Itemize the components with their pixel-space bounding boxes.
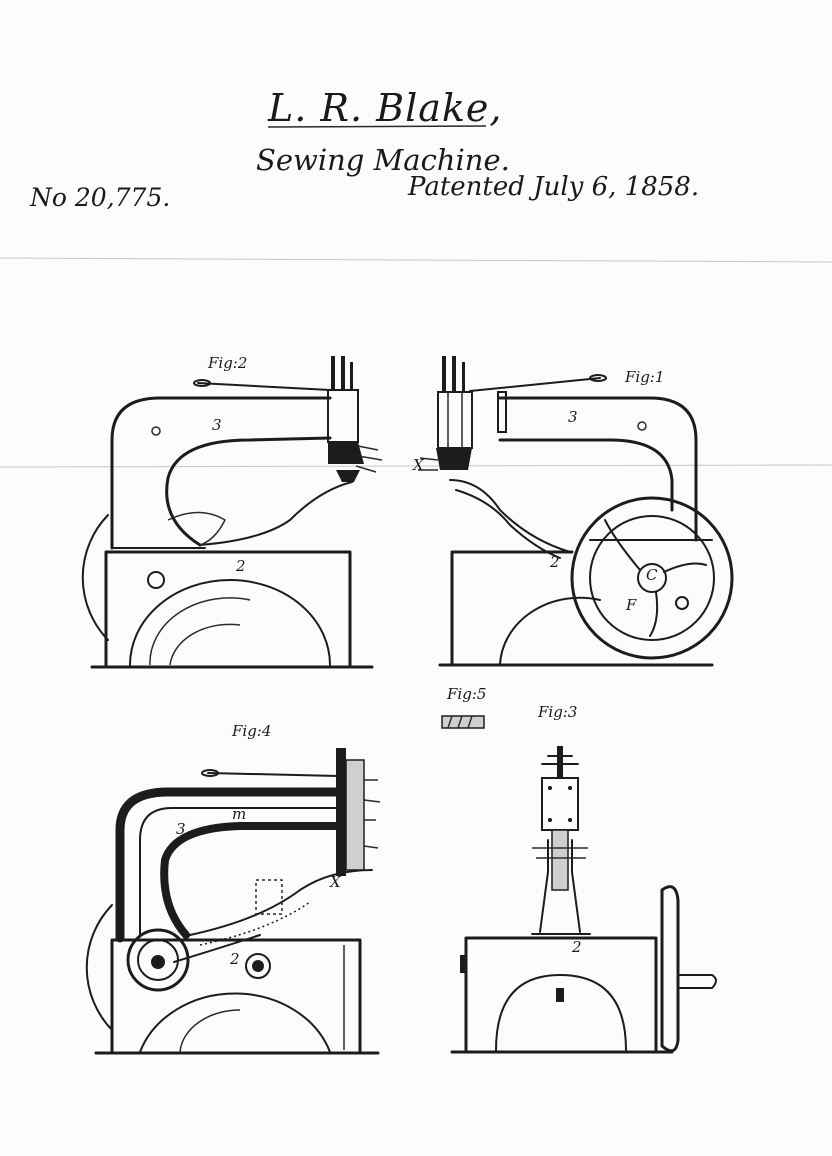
fig2-arm-inner	[165, 436, 332, 547]
fig2-head	[327, 389, 359, 443]
fig1-arm-outer	[498, 396, 698, 542]
fig3-column	[539, 839, 581, 933]
figure-3-label: Fig:3	[538, 703, 578, 721]
fig5-part	[441, 715, 485, 729]
fig2-lever	[197, 382, 331, 391]
invention-title: Sewing Machine.	[256, 143, 510, 177]
scan-line	[0, 464, 832, 468]
patent-number: No 20,775.	[30, 183, 171, 212]
inventor-name: L. R. Blake,	[268, 86, 503, 130]
fig2-base	[104, 550, 352, 667]
figure-2-label: Fig:2	[208, 354, 248, 372]
fig1-lever	[469, 377, 601, 392]
part-label-presser: X	[413, 456, 424, 474]
figure-2-drawing	[81, 356, 383, 669]
fig2-flywheel-arc	[81, 514, 109, 641]
part-label-hub: C	[646, 566, 658, 584]
part-label-rod: m	[232, 805, 247, 823]
fig3-handwheel	[660, 885, 680, 1053]
fig4-needle-bar	[336, 748, 346, 876]
fig2-hub	[147, 571, 165, 589]
figure-5-drawing	[441, 715, 485, 729]
figure-1-drawing	[418, 356, 734, 667]
figure-1-label: Fig:1	[625, 368, 665, 386]
fig1-hub	[637, 563, 667, 593]
patent-date: Patented July 6, 1858.	[408, 172, 700, 202]
part-label-frame: 3	[176, 820, 186, 838]
figure-5-label: Fig:5	[447, 685, 487, 703]
fig4-arm-inner	[160, 822, 344, 939]
part-label-base: 2	[236, 557, 246, 575]
inventor-underline	[267, 125, 487, 128]
part-label-base: 2	[572, 938, 582, 956]
fig1-arm-inner	[498, 438, 674, 512]
part-label-base: 2	[230, 950, 240, 968]
fig3-head	[541, 777, 579, 831]
fig1-base	[450, 550, 574, 667]
fig4-arm-outer	[115, 787, 345, 943]
fig1-head	[437, 391, 473, 449]
figure-4-drawing	[85, 748, 381, 1055]
part-label-frame: 3	[568, 408, 578, 426]
scan-line	[0, 257, 832, 263]
fig3-base	[464, 936, 658, 1052]
part-label-presser: X	[330, 873, 341, 891]
figure-3-drawing	[450, 746, 717, 1054]
part-label-frame: 3	[212, 416, 222, 434]
fig4-cam	[126, 928, 190, 992]
fig2-arm-outer	[110, 396, 332, 550]
fig4-base	[110, 938, 362, 1054]
fig2-cam-arc	[129, 579, 331, 666]
figure-4-label: Fig:4	[232, 722, 272, 740]
fig1-handwheel	[570, 496, 734, 660]
part-label-base: 2	[550, 553, 560, 571]
part-label-wheel: F	[626, 596, 637, 614]
